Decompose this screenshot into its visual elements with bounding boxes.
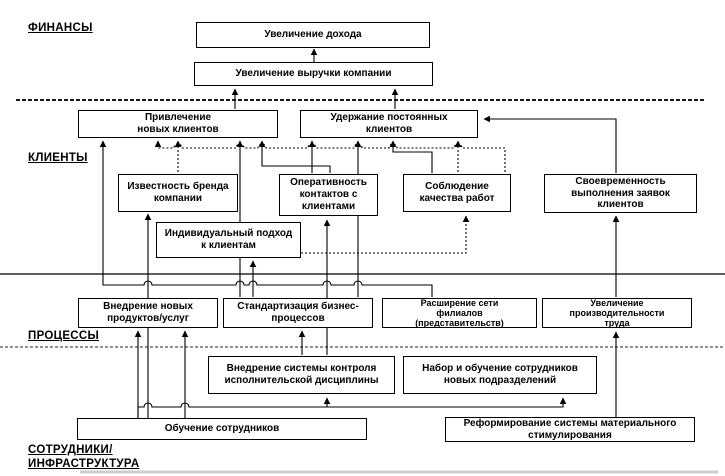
- node-timely-requests: Своевременность выполнения заявок клиент…: [544, 174, 697, 213]
- band-label-finance: ФИНАНСЫ: [28, 22, 93, 34]
- node-brand-awareness: Известность бренда компании: [118, 174, 238, 212]
- node-incentive-reform: Реформирование системы материального сти…: [445, 417, 695, 442]
- node-attract-clients: Привлечение новых клиентов: [78, 110, 278, 138]
- band-label-clients: КЛИЕНТЫ: [28, 152, 88, 164]
- node-staff-recruiting: Набор и обучение сотрудников новых подра…: [403, 356, 597, 394]
- node-process-standardization: Стандартизация бизнес- процессов: [223, 298, 373, 328]
- node-revenue-growth: Увеличение выручки компании: [194, 62, 433, 86]
- arrows: [99, 48, 620, 418]
- band-label-staff: СОТРУДНИКИ/ ИНФРАСТРУКТУРА: [28, 444, 140, 470]
- node-retain-clients: Удержание постоянных клиентов: [300, 110, 478, 138]
- node-work-quality: Соблюдение качества работ: [403, 174, 511, 212]
- node-productivity-growth: Увеличение производительности труда: [542, 298, 692, 328]
- node-individual-approach: Индивидуальный подход к клиентам: [156, 222, 301, 258]
- node-income-growth: Увеличение дохода: [196, 22, 430, 48]
- node-contact-speed: Оперативность контактов с клиентами: [279, 174, 378, 216]
- band-label-processes: ПРОЦЕССЫ: [28, 330, 100, 342]
- node-new-products: Внедрение новых продуктов/услуг: [78, 298, 218, 328]
- node-staff-training: Обучение сотрудников: [77, 418, 367, 440]
- node-branch-expansion: Расширение сети филиалов (представительс…: [382, 298, 537, 328]
- node-discipline-control: Внедрение системы контроля исполнительск…: [208, 356, 395, 394]
